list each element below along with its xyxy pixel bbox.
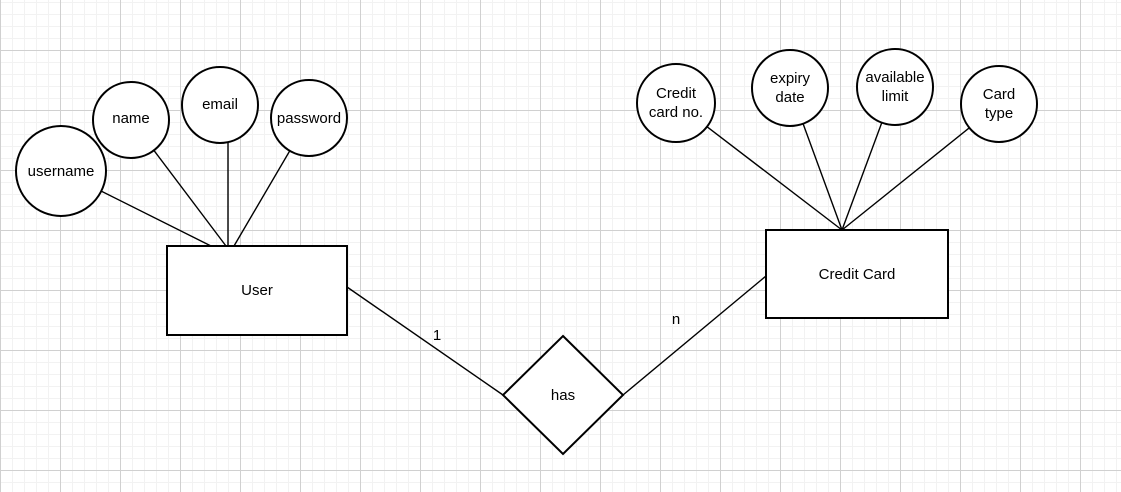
attribute-label-credit-card-no[interactable]: Credit card no. (648, 85, 704, 121)
cardinality-label-n[interactable]: n (671, 310, 681, 328)
relationship-diamond-has[interactable] (501, 334, 625, 456)
cardinality-label-1[interactable]: 1 (432, 326, 442, 344)
entity-label-user[interactable]: User (241, 281, 273, 299)
attribute-label-available-limit[interactable]: available limit (865, 69, 925, 105)
attribute-label-card-type[interactable]: Card type (982, 86, 1016, 122)
connector-has-creditcard[interactable] (622, 275, 767, 396)
attribute-label-expiry-date[interactable]: expiry date (769, 70, 810, 106)
entity-rect-user[interactable] (166, 245, 348, 336)
entity-label-credit-card[interactable]: Credit Card (818, 265, 896, 283)
attribute-label-email[interactable]: email (202, 95, 238, 113)
attribute-ellipse-credit-card-no[interactable] (636, 63, 716, 143)
attribute-ellipse-email[interactable] (181, 66, 259, 144)
connector-user-has[interactable] (346, 286, 504, 396)
attribute-ellipse-available-limit[interactable] (856, 48, 934, 126)
attribute-ellipse-password[interactable] (270, 79, 348, 157)
attribute-label-password[interactable]: password (276, 109, 342, 127)
entity-rect-credit-card[interactable] (765, 229, 949, 319)
attribute-ellipse-card-type[interactable] (960, 65, 1038, 143)
relationship-label-has[interactable]: has (550, 386, 576, 404)
attribute-label-username[interactable]: username (27, 162, 95, 180)
attribute-label-name[interactable]: name (112, 109, 150, 127)
attribute-ellipse-username[interactable] (15, 125, 107, 217)
attribute-ellipse-name[interactable] (92, 81, 170, 159)
attribute-ellipse-expiry-date[interactable] (751, 49, 829, 127)
